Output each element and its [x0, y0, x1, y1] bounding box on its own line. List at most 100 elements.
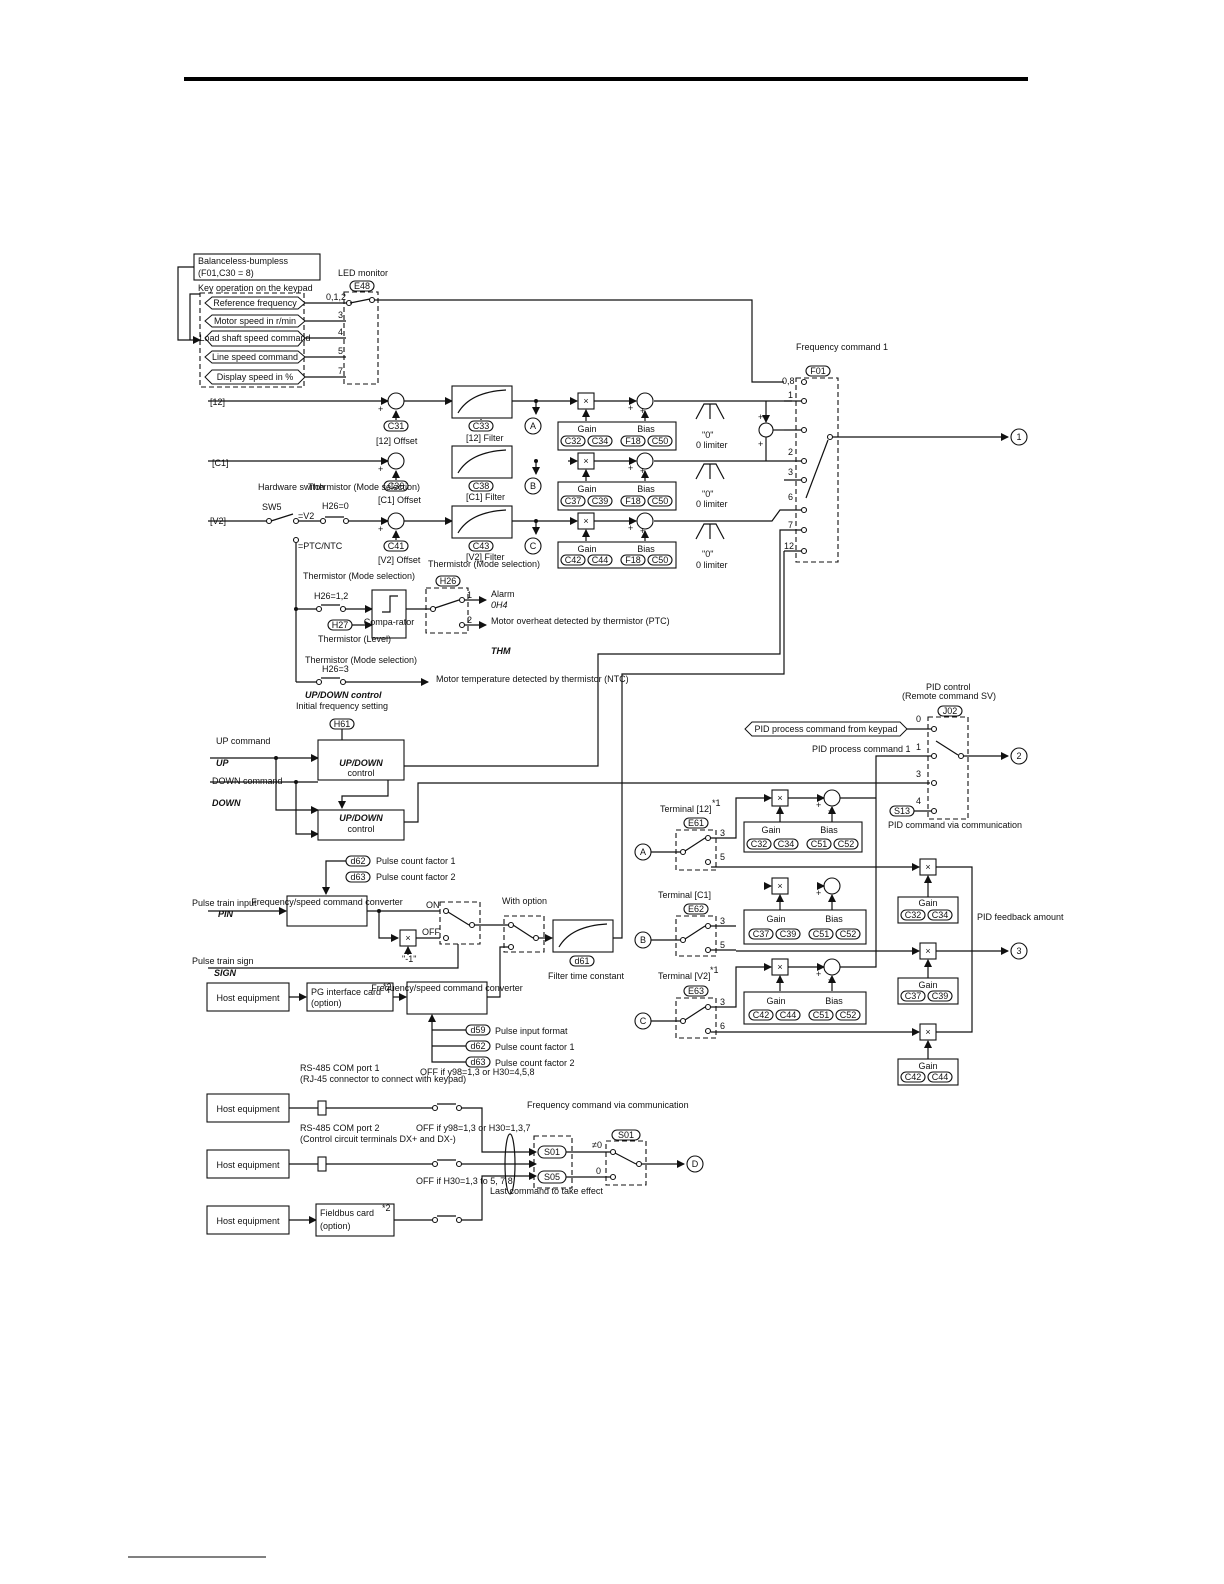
svg-text:C39: C39 — [592, 496, 609, 506]
svg-text:+: + — [378, 464, 383, 474]
svg-text:UP/DOWN control: UP/DOWN control — [305, 690, 382, 700]
svg-text:C50: C50 — [652, 496, 669, 506]
svg-text:0: 0 — [916, 714, 921, 724]
svg-text:H26=0: H26=0 — [322, 501, 349, 511]
svg-text:1: 1 — [788, 390, 793, 400]
svg-text:[C1] Filter: [C1] Filter — [466, 492, 505, 502]
keypad-item-load-shaft — [204, 330, 306, 347]
svg-text:C44: C44 — [592, 555, 609, 565]
svg-text:THM: THM — [491, 646, 511, 656]
svg-text:+: + — [378, 524, 383, 534]
svg-text:Thermistor (Mode selection): Thermistor (Mode selection) — [303, 571, 415, 581]
communication-section: Host equipment RS-485 COM port 1 (RJ-45 … — [206, 1063, 704, 1237]
svg-text:7: 7 — [788, 520, 793, 530]
pulse-converter-label: Frequency/speed command converter — [251, 897, 403, 907]
svg-text:Pulse count factor 1: Pulse count factor 1 — [495, 1042, 575, 1052]
svg-text:"0": "0" — [702, 430, 713, 440]
svg-text:0,1,2: 0,1,2 — [326, 292, 346, 302]
balanceless-cond: (F01,C30 = 8) — [198, 268, 254, 278]
input-12-label: [12] — [210, 397, 225, 407]
svg-text:Bias: Bias — [825, 914, 843, 924]
svg-text:×: × — [583, 396, 588, 406]
svg-text:Pulse count factor 1: Pulse count factor 1 — [376, 856, 456, 866]
svg-text:C32: C32 — [905, 910, 922, 920]
svg-text:+: + — [816, 888, 821, 898]
svg-text:C34: C34 — [778, 839, 795, 849]
key-op-label: Key operation on the keypad — [198, 283, 313, 293]
svg-text:(Control circuit terminals DX+: (Control circuit terminals DX+ and DX-) — [300, 1134, 456, 1144]
keypad-item-motor-speed — [204, 314, 306, 328]
svg-text:*2: *2 — [382, 1203, 391, 1213]
svg-text:C37: C37 — [565, 496, 582, 506]
svg-text:+: + — [816, 800, 821, 810]
svg-text:UP/DOWN: UP/DOWN — [339, 813, 383, 823]
svg-text:C39: C39 — [780, 929, 797, 939]
svg-text:C31: C31 — [388, 421, 405, 431]
svg-text:[C1] Offset: [C1] Offset — [378, 495, 421, 505]
svg-text:+: + — [758, 439, 763, 449]
keypad-item-display-speed — [204, 369, 306, 385]
svg-text:S01: S01 — [544, 1147, 560, 1157]
svg-text:×: × — [777, 793, 782, 803]
thermistor-section: Thermistor (Mode selection) H26=1,2 Comp… — [294, 543, 670, 686]
svg-text:control: control — [347, 768, 374, 778]
pid-feedback-label: PID feedback amount — [977, 912, 1064, 922]
svg-text:≠0: ≠0 — [592, 1140, 602, 1150]
off-condition-1: OFF if y98=1,3 or H30=4,5,8 — [420, 1067, 535, 1077]
led-code: E48 — [354, 281, 370, 291]
svg-text:Load shaft speed command: Load shaft speed command — [199, 333, 310, 343]
pid-remote-label: (Remote command SV) — [902, 691, 996, 701]
svg-text:H26=3: H26=3 — [322, 664, 349, 674]
svg-text:*1: *1 — [712, 798, 721, 808]
svg-text:ON: ON — [426, 900, 440, 910]
svg-text:C33: C33 — [473, 421, 490, 431]
svg-text:d63: d63 — [350, 872, 365, 882]
input-c1-label: [C1] — [212, 458, 229, 468]
svg-text:C: C — [640, 1016, 647, 1026]
analog-input-section: [12] + C31 [12] Offset C33 [12] Filter A… — [208, 385, 792, 570]
svg-text:4: 4 — [916, 796, 921, 806]
svg-text:Terminal [12]: Terminal [12] — [660, 804, 712, 814]
svg-text:×: × — [583, 456, 588, 466]
svg-text:Alarm: Alarm — [491, 589, 515, 599]
svg-text:C34: C34 — [592, 436, 609, 446]
svg-text:C42: C42 — [565, 555, 582, 565]
svg-text:Bias: Bias — [637, 424, 655, 434]
svg-text:[V2] Offset: [V2] Offset — [378, 555, 421, 565]
svg-text:C51: C51 — [813, 1010, 830, 1020]
svg-text:3: 3 — [338, 310, 343, 320]
led-monitor-label: LED monitor — [338, 268, 388, 278]
svg-text:0 limiter: 0 limiter — [696, 499, 728, 509]
svg-text:Gain: Gain — [761, 825, 780, 835]
svg-text:5: 5 — [338, 346, 343, 356]
svg-text:C36: C36 — [388, 481, 405, 491]
svg-text:0 limiter: 0 limiter — [696, 560, 728, 570]
svg-text:6: 6 — [788, 492, 793, 502]
svg-text:Motor overheat detected by the: Motor overheat detected by thermistor (P… — [491, 616, 670, 626]
connector-2: 2 — [1016, 751, 1021, 761]
updown-section: UP/DOWN control Initial frequency settin… — [210, 529, 930, 841]
svg-text:S13: S13 — [894, 806, 910, 816]
svg-text:PID command via communication: PID command via communication — [888, 820, 1022, 830]
svg-text:H26: H26 — [440, 576, 457, 586]
pid-keypad-tag — [744, 721, 908, 737]
pid-section: PID control (Remote command SV) J02 0 PI… — [634, 682, 1064, 1086]
svg-text:3: 3 — [720, 828, 725, 838]
svg-text:+: + — [758, 412, 763, 422]
svg-text:+: + — [628, 523, 633, 533]
svg-text:2: 2 — [788, 447, 793, 457]
svg-text:=V2: =V2 — [298, 511, 314, 521]
svg-text:control: control — [347, 824, 374, 834]
svg-text:J02: J02 — [943, 706, 958, 716]
svg-text:+: + — [816, 969, 821, 979]
svg-text:E63: E63 — [688, 986, 704, 996]
svg-text:Terminal [V2]: Terminal [V2] — [658, 971, 711, 981]
svg-text:B: B — [640, 935, 646, 945]
svg-text:RS-485 COM port 1: RS-485 COM port 1 — [300, 1063, 380, 1073]
svg-text:C50: C50 — [652, 555, 669, 565]
svg-text:With option: With option — [502, 896, 547, 906]
svg-text:1: 1 — [916, 742, 921, 752]
svg-text:PID process command 1: PID process command 1 — [812, 744, 911, 754]
svg-text:C34: C34 — [932, 910, 949, 920]
svg-text:*1: *1 — [710, 965, 719, 975]
